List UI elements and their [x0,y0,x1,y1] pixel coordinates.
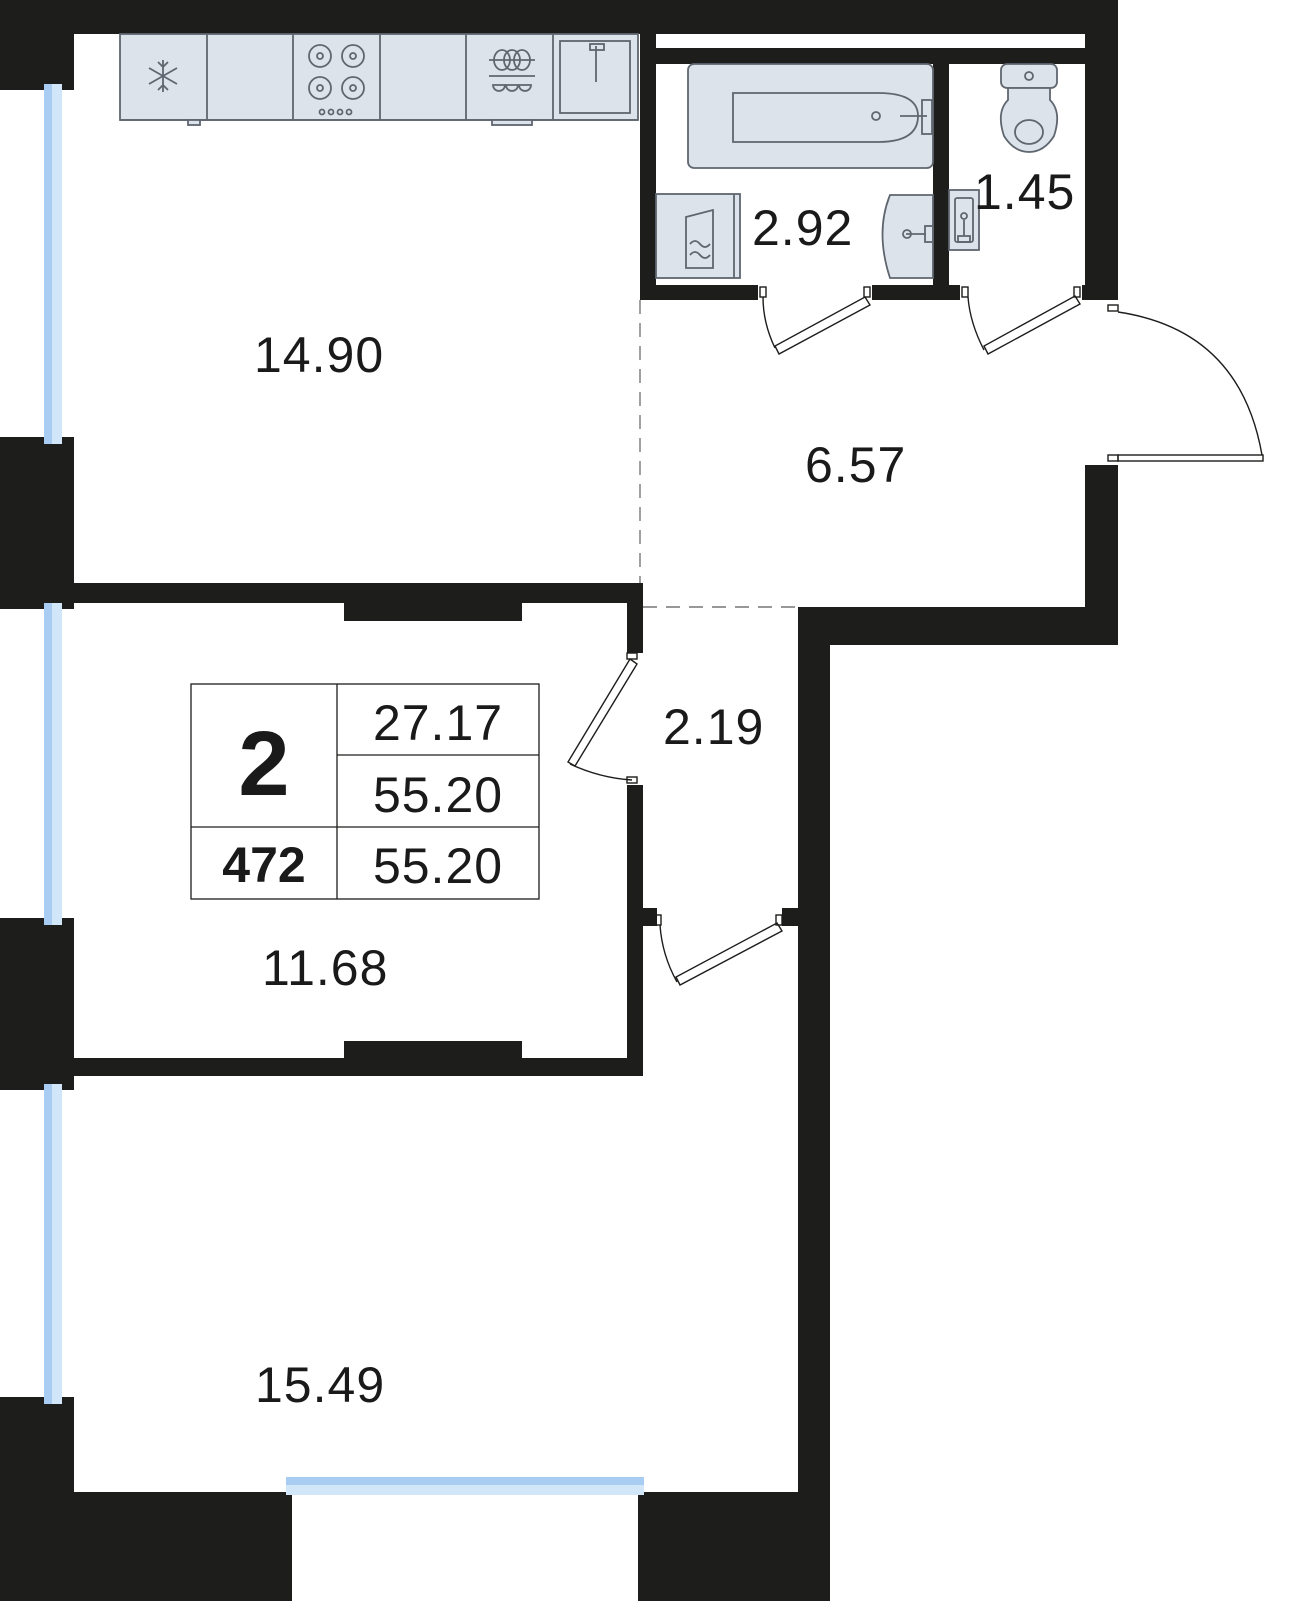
door-bedroom [567,652,638,784]
toilet-icon [999,63,1059,153]
room-area-toilet: 1.45 [974,164,1075,220]
kitchen-unit [119,33,639,126]
room-area-bedroom: 11.68 [262,940,388,996]
walls [0,0,1118,1601]
door-entrance [1107,304,1264,462]
room-area-corridor: 2.19 [663,699,764,755]
living-area: 27.17 [373,695,503,751]
door-bathroom [759,286,871,355]
room-area-hallway: 6.57 [805,437,906,493]
bathtub-icon [687,63,934,169]
door-toilet [961,286,1081,355]
room-area-bathroom: 2.92 [752,200,853,256]
room-labels: 14.90 2.92 1.45 6.57 2.19 11.68 15.49 [254,164,1075,1413]
dishwasher-icon [489,49,535,92]
rooms-count: 2 [238,713,289,815]
room-area-kitchen: 14.90 [254,327,384,383]
door-living-room [654,914,783,986]
washing-machine-icon [655,193,741,279]
sink-icon [559,40,631,114]
washbasin-icon [881,194,934,279]
doors [567,286,1264,986]
window-bedroom [0,603,74,925]
window-living-room-bottom [286,1477,644,1601]
windows [0,84,644,1601]
apartment-number: 472 [222,837,305,893]
total-area: 55.20 [373,767,503,823]
apartment-info-box: 2 472 27.17 55.20 55.20 [190,683,540,900]
room-area-living-room: 15.49 [255,1357,385,1413]
stove-icon [308,44,365,116]
snowflake-icon [148,60,178,92]
window-kitchen [0,84,74,444]
small-washbasin-icon [948,189,980,251]
total-area-with-balcony: 55.20 [373,838,503,894]
zone-divider-lines [639,300,798,608]
window-living-room [0,1084,74,1404]
